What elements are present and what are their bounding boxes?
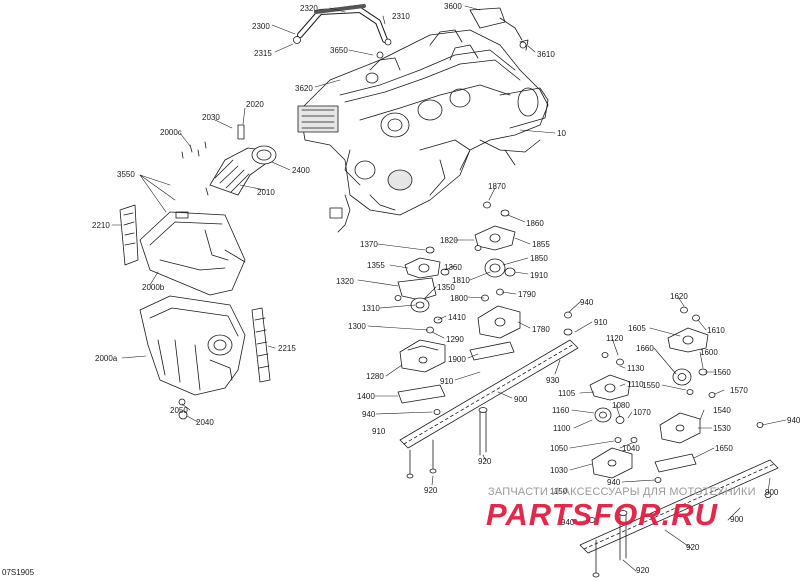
callout-1780: 1780 [532, 325, 550, 334]
callout-1610: 1610 [707, 326, 725, 335]
callout-940-a: 940 [362, 410, 376, 419]
callout-940-e: 940 [561, 518, 575, 527]
callout-1855: 1855 [532, 240, 550, 249]
callout-1030: 1030 [550, 466, 568, 475]
callout-1105: 1105 [558, 389, 576, 398]
callout-1660: 1660 [636, 344, 654, 353]
left-cross-bar [399, 311, 579, 479]
callout-2030: 2030 [202, 113, 220, 122]
watermark-caption: ЗАПЧАСТИ И АКСЕССУАРЫ ДЛЯ МОТОТЕХНИКИ [488, 486, 756, 498]
callout-10: 10 [557, 129, 566, 138]
callout-2000c: 2000c [160, 128, 182, 137]
callout-1800: 1800 [450, 294, 468, 303]
callout-1540: 1540 [713, 406, 731, 415]
callout-1400: 1400 [357, 392, 375, 401]
callout-1910: 1910 [530, 271, 548, 280]
callout-2000a: 2000a [95, 354, 118, 363]
callout-920-c: 920 [686, 543, 700, 552]
callout-2050: 2050 [170, 406, 188, 415]
callout-2300: 2300 [252, 22, 270, 31]
callout-1355: 1355 [367, 261, 385, 270]
callout-1070: 1070 [633, 408, 651, 417]
callout-2320: 2320 [300, 4, 318, 13]
callout-1620: 1620 [670, 292, 688, 301]
right-mount-stack-b [654, 306, 764, 473]
callout-910-c: 910 [594, 318, 608, 327]
leader-lines [111, 5, 787, 572]
callout-1870: 1870 [488, 182, 506, 191]
callout-1280: 1280 [366, 372, 384, 381]
center-mount-stack [469, 201, 521, 361]
callout-1650: 1650 [715, 444, 733, 453]
callout-1160: 1160 [552, 406, 570, 415]
callout-2020: 2020 [246, 100, 264, 109]
drawing-code: 07S1905 [2, 568, 35, 577]
callout-2215: 2215 [278, 344, 296, 353]
callout-1050: 1050 [550, 444, 568, 453]
oil-hose [293, 4, 527, 59]
callout-1820: 1820 [440, 236, 458, 245]
callout-3650: 3650 [330, 46, 348, 55]
callout-930: 930 [546, 376, 560, 385]
callout-3620: 3620 [295, 84, 313, 93]
callout-920-a: 920 [478, 457, 492, 466]
callout-1290: 1290 [446, 335, 464, 344]
callout-1860: 1860 [526, 219, 544, 228]
engine-assembly [297, 7, 549, 233]
callout-1080: 1080 [612, 401, 630, 410]
callout-1570: 1570 [730, 386, 748, 395]
air-intake-duct [181, 124, 277, 196]
callout-1040: 1040 [622, 444, 640, 453]
right-mount-stack-a [589, 352, 638, 479]
air-box-base [139, 295, 271, 420]
callout-3610: 3610 [537, 50, 555, 59]
callout-2040: 2040 [196, 418, 214, 427]
callout-1410: 1410 [448, 313, 466, 322]
callout-1550: 1550 [642, 381, 660, 390]
callout-900-a: 900 [514, 395, 528, 404]
callout-1320: 1320 [336, 277, 354, 286]
callout-920-d: 920 [636, 566, 650, 575]
callout-1560: 1560 [713, 368, 731, 377]
callout-1900: 1900 [448, 355, 466, 364]
callout-1100: 1100 [553, 424, 571, 433]
callout-900-c: 900 [730, 515, 744, 524]
right-cross-bar [579, 459, 779, 578]
callout-900-b: 900 [765, 488, 779, 497]
callout-1810: 1810 [452, 276, 470, 285]
callout-1850: 1850 [530, 254, 548, 263]
callout-1530: 1530 [713, 424, 731, 433]
callout-910-b: 910 [372, 427, 386, 436]
callout-1130: 1130 [627, 364, 645, 373]
left-mount-stack [394, 246, 450, 431]
callout-1605: 1605 [628, 324, 646, 333]
air-box-cover [119, 204, 246, 296]
callout-1150: 1150 [550, 487, 568, 496]
callout-3600: 3600 [444, 2, 462, 11]
callout-1790: 1790 [518, 290, 536, 299]
callout-2000b: 2000b [142, 283, 165, 292]
callout-1350: 1350 [437, 283, 455, 292]
callout-940-d: 940 [607, 478, 621, 487]
callout-1110: 1110 [627, 380, 644, 389]
callout-2210: 2210 [92, 221, 110, 230]
callout-1310: 1310 [362, 304, 380, 313]
callout-1300: 1300 [348, 322, 366, 331]
callout-910-a: 910 [440, 377, 454, 386]
callout-2310: 2310 [392, 12, 410, 21]
callout-920-b: 920 [424, 486, 438, 495]
watermark-brand-logo: PARTSFOR.RU [486, 497, 719, 532]
callout-2315: 2315 [254, 49, 272, 58]
callout-940-c: 940 [787, 416, 800, 425]
callout-1360: 1360 [444, 263, 462, 272]
callout-940-b: 940 [580, 298, 594, 307]
callout-3550: 3550 [117, 170, 135, 179]
callout-2010: 2010 [257, 188, 275, 197]
callout-1600: 1600 [700, 348, 718, 357]
callout-1120: 1120 [606, 334, 624, 343]
callout-1370: 1370 [360, 240, 378, 249]
callout-2400: 2400 [292, 166, 310, 175]
